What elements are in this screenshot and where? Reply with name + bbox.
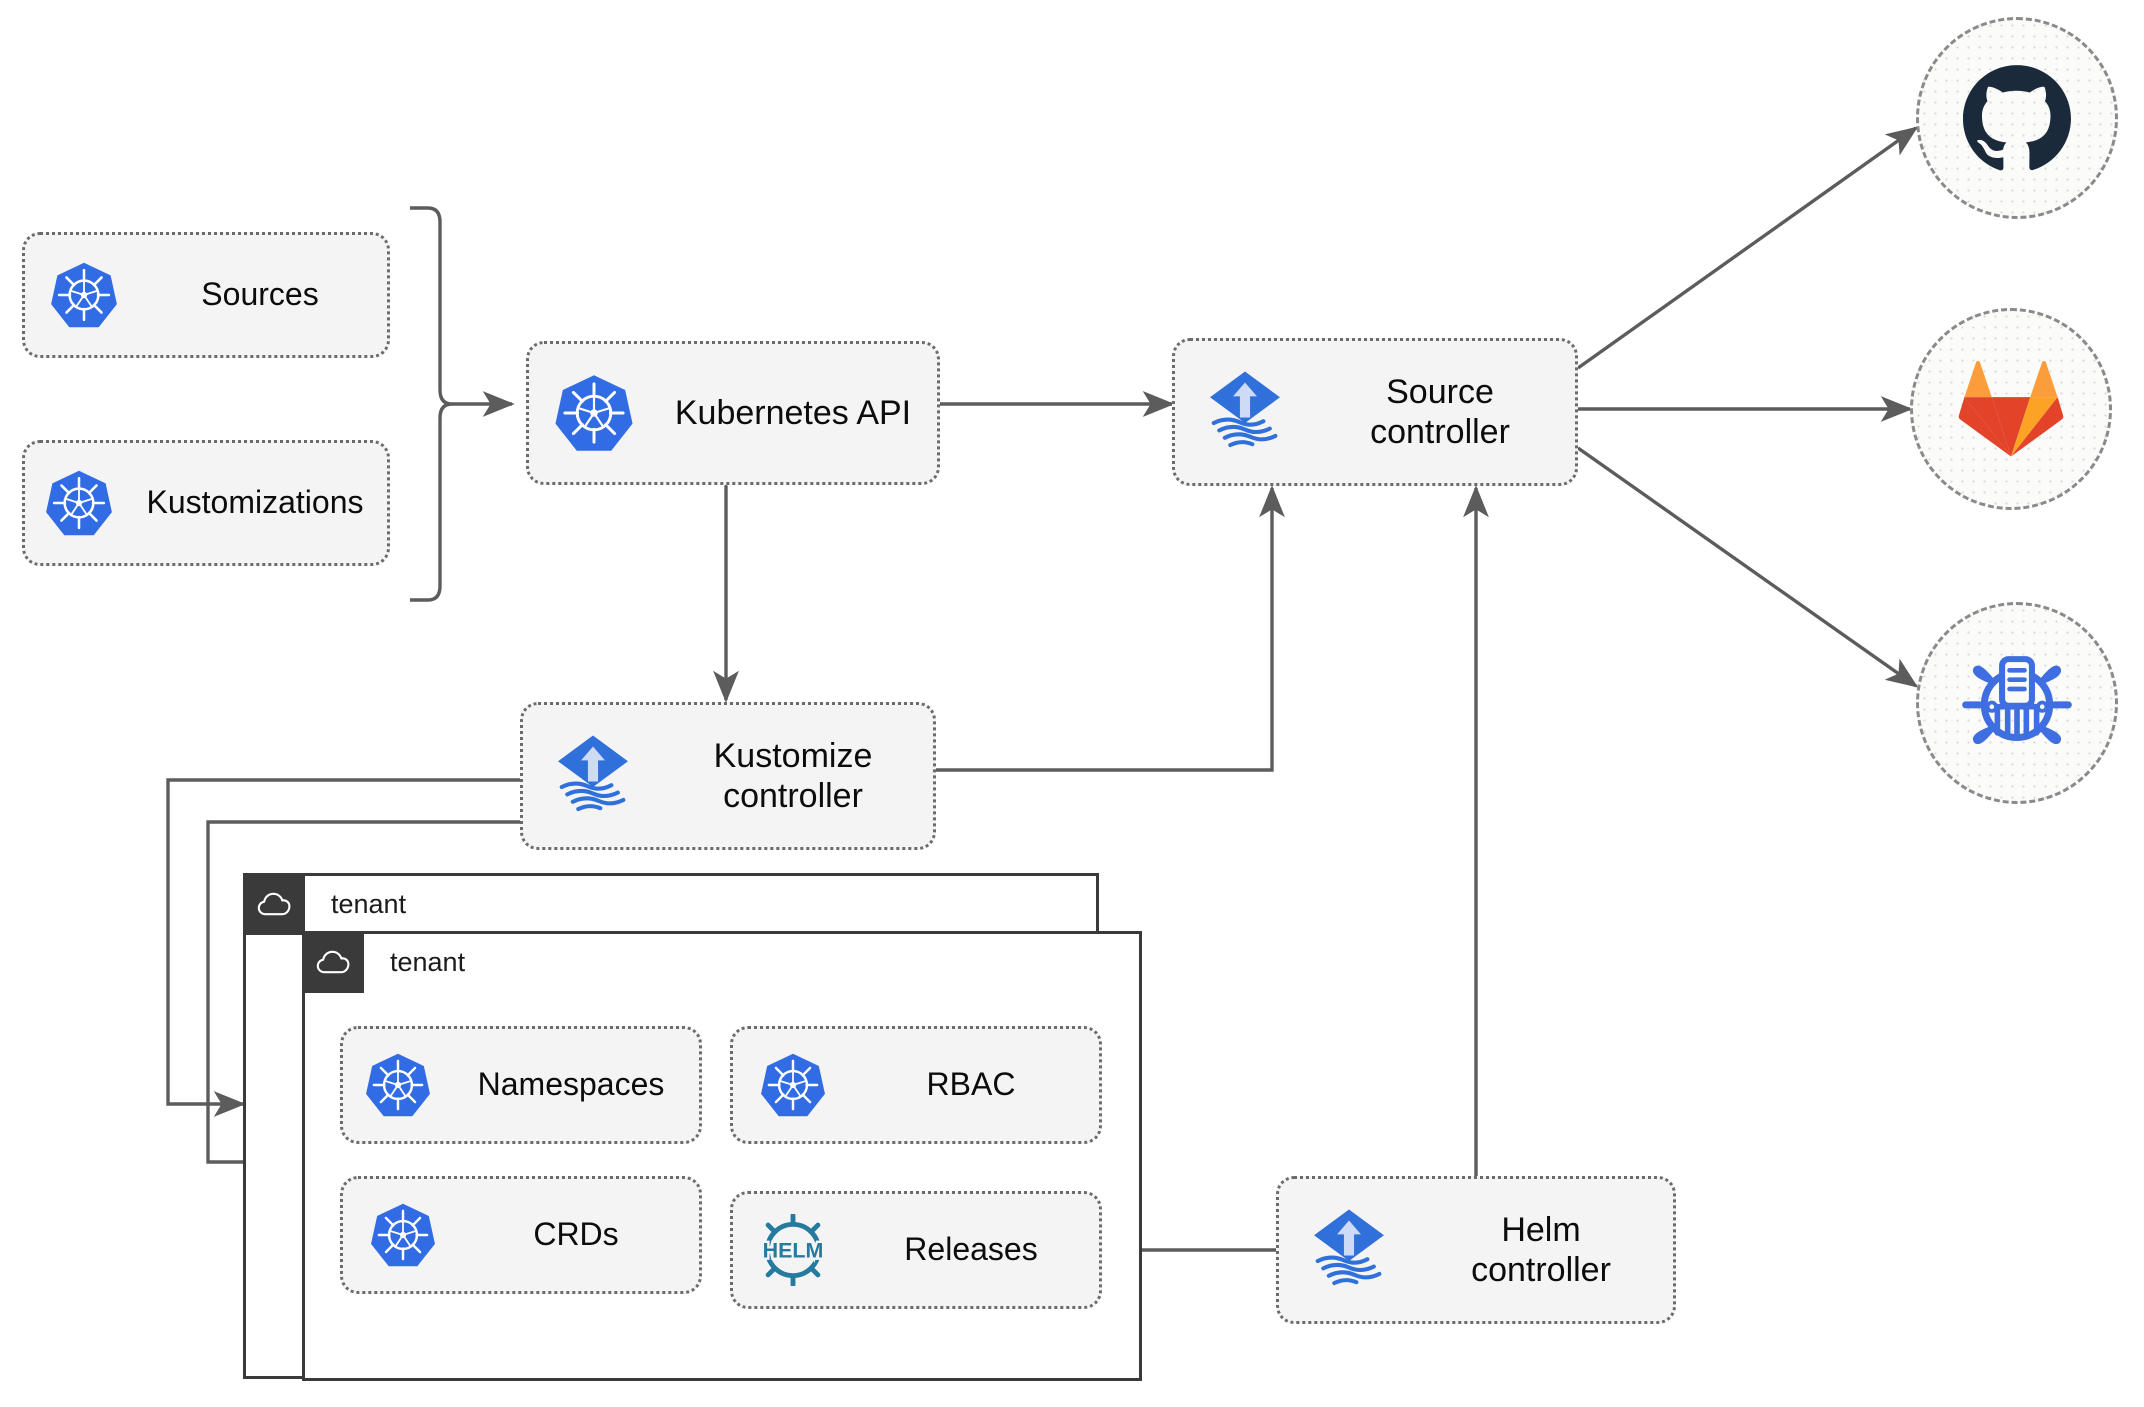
node-source-controller[interactable]: Source controller [1172,338,1578,486]
github-icon [1963,65,2071,171]
svg-text:HELM: HELM [763,1239,824,1263]
kubernetes-icon [733,1051,853,1119]
helm-repository-icon [1962,656,2072,745]
node-label: Kustomize controller [713,736,873,815]
node-kustomizations[interactable]: Kustomizations [22,440,390,566]
cloud-icon [243,873,305,935]
node-label: CRDs [533,1216,619,1253]
node-releases[interactable]: HELM Releases [730,1191,1102,1309]
wire-source-to-github [1577,126,1919,370]
wire-bracket-group [410,206,453,602]
kubernetes-icon [25,468,133,538]
node-label: Releases [904,1231,1038,1268]
kubernetes-icon [529,372,659,454]
cloud-icon [302,931,364,993]
external-source-gitlab[interactable] [1910,308,2112,510]
flux-icon [523,730,663,822]
wire-source-to-bucket [1577,446,1919,688]
node-helm-controller[interactable]: Helm controller [1276,1176,1676,1324]
node-label: Kustomizations [146,484,364,521]
node-kustomize-controller[interactable]: Kustomize controller [520,702,936,850]
node-label: Namespaces [477,1066,665,1103]
node-label: Kubernetes API [674,393,912,432]
tenant-header-front: tenant [302,931,465,993]
external-source-helm-repository[interactable] [1916,602,2118,804]
kubernetes-icon [25,260,143,330]
node-crds[interactable]: CRDs [340,1176,702,1294]
gitlab-icon [1958,360,2064,457]
node-label: RBAC [926,1066,1016,1103]
node-label: Sources [201,276,319,313]
helm-icon: HELM [733,1214,853,1286]
external-source-github[interactable] [1916,17,2118,219]
wire-kustomize-to-source [936,485,1285,772]
node-label: Source controller [1370,372,1510,451]
kubernetes-icon [343,1051,453,1119]
tenant-frame-front: tenant [302,931,1142,1381]
flux-icon [1175,366,1315,458]
node-rbac[interactable]: RBAC [730,1026,1102,1144]
tenant-label-front: tenant [390,946,466,977]
node-namespaces[interactable]: Namespaces [340,1026,702,1144]
kubernetes-icon [343,1201,463,1269]
tenant-label-back: tenant [331,888,407,919]
flux-icon [1279,1204,1419,1296]
node-kubernetes-api[interactable]: Kubernetes API [526,341,940,485]
node-label: Helm controller [1471,1210,1611,1289]
tenant-header-back: tenant [243,873,406,935]
node-sources[interactable]: Sources [22,232,390,358]
